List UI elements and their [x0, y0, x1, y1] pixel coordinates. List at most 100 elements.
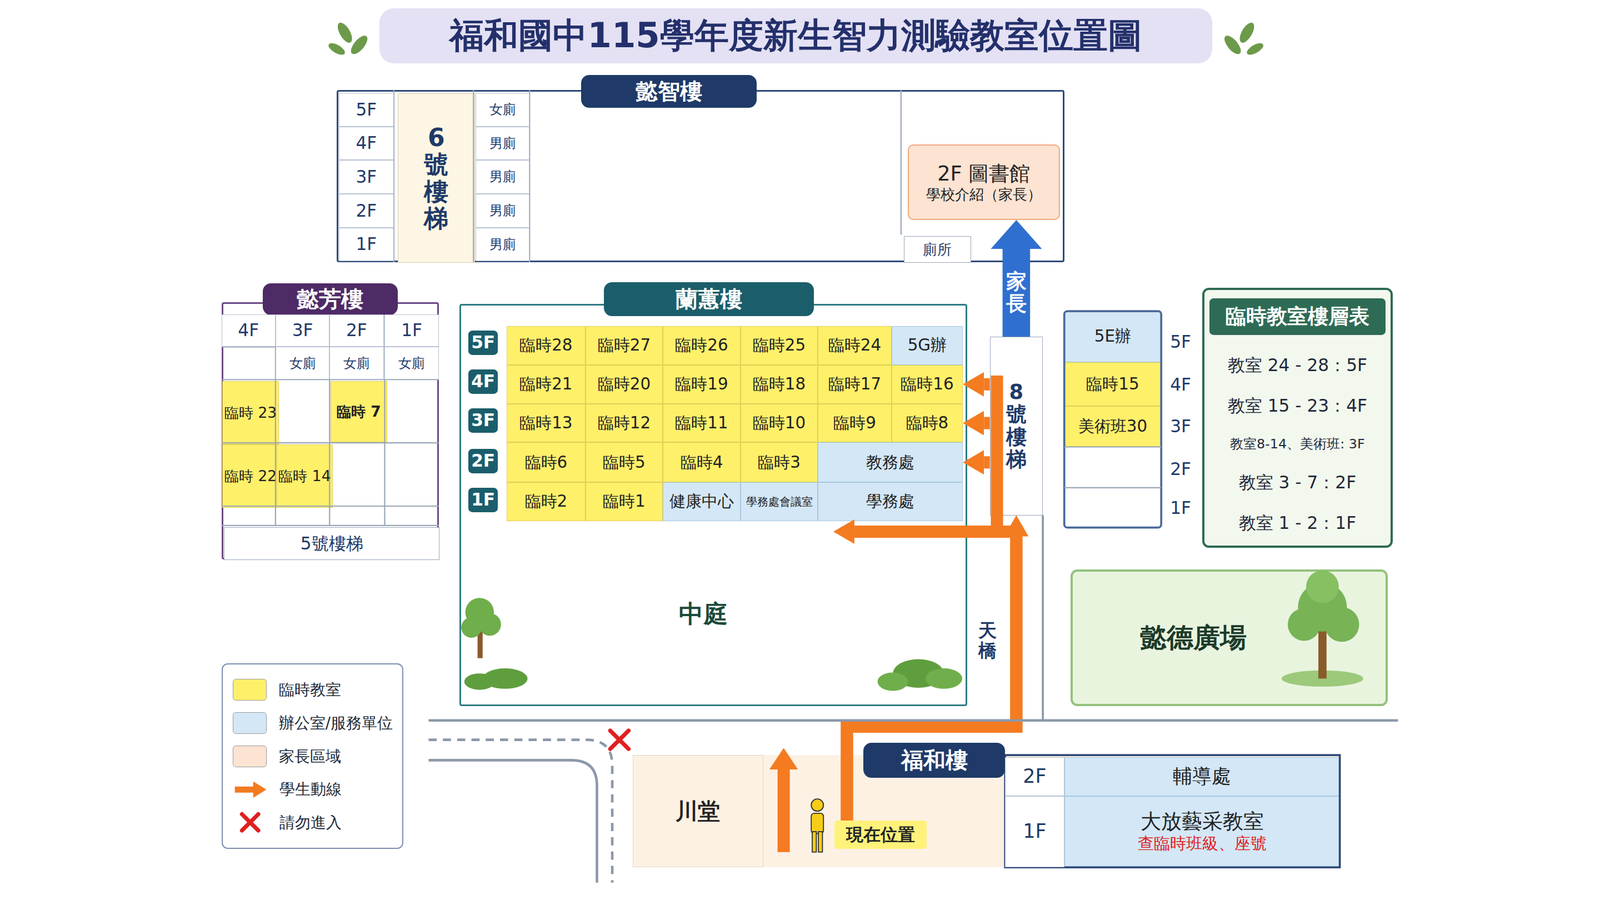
classroom-cell: 臨時17	[817, 365, 892, 404]
person-leg	[812, 831, 817, 853]
student-route-arrow	[983, 456, 990, 469]
label-cell: 男廁	[475, 126, 530, 161]
classroom-cell: 臨時19	[662, 365, 741, 404]
bush	[464, 673, 495, 690]
room-label: 臨時24	[828, 335, 882, 355]
room-label: 臨時2	[525, 491, 568, 512]
floor-label: 男廁	[489, 236, 517, 253]
room-note: 教室 1 - 2：1F	[1238, 512, 1357, 534]
label-cell: 女廁	[384, 346, 439, 380]
leaf	[1245, 41, 1265, 58]
room-box: 廁所	[903, 236, 972, 263]
label-cell: 2F	[1166, 457, 1195, 482]
no-entry-mark	[610, 730, 629, 749]
label-cell: 1F	[338, 227, 394, 262]
person-leg	[818, 831, 823, 853]
tree	[461, 597, 963, 691]
floor-label: 4F	[237, 320, 259, 341]
arrow-head	[253, 781, 267, 798]
room-label: 6號樓梯	[423, 124, 449, 233]
bush	[877, 672, 909, 691]
label-cell: 天橋	[975, 610, 1000, 672]
label-cell: 1F	[384, 314, 439, 348]
label-cell: 女廁	[329, 346, 384, 380]
label-cell: 男廁	[475, 160, 530, 194]
leaf-ornament	[326, 20, 1265, 58]
legend-box: 臨時教室辦公室/服務單位家長區域學生動線請勿進入	[221, 663, 404, 849]
foliage	[478, 613, 501, 636]
bridge-edge	[1041, 515, 1044, 721]
bush	[925, 668, 963, 689]
room-label: 川堂	[675, 797, 720, 825]
room-label: 臨時17	[828, 374, 882, 394]
road-centre	[428, 740, 613, 883]
building-block: 懿智樓6號樓梯2F 圖書館學校介紹（家長）廁所	[336, 90, 1065, 263]
floor-label: 3F	[1170, 416, 1192, 437]
classroom-cell: 臨時9	[817, 403, 892, 443]
label-cell: 4F	[468, 369, 498, 394]
label-cell: 5F	[338, 92, 394, 127]
person-icon	[811, 798, 824, 853]
floor-label: 2F	[1170, 458, 1192, 480]
room-label: 臨時8	[906, 413, 949, 433]
route-spine	[990, 375, 1003, 538]
room-label: 臨時6	[525, 452, 568, 473]
room-label: 臨時25	[752, 335, 806, 355]
cross	[610, 730, 629, 749]
room-label: 學務處會議室	[746, 495, 813, 509]
classroom-cell: 臨時2	[506, 482, 585, 522]
road-edge	[428, 760, 597, 883]
room-label: 臨時18	[752, 374, 806, 394]
floor-label: 男廁	[489, 202, 517, 219]
room-label: 臨時13	[519, 413, 573, 433]
room-label: 2F 圖書館	[937, 161, 1030, 187]
room-label: 臨時3	[757, 452, 801, 473]
building-name: 蘭蕙樓	[603, 282, 814, 317]
label-cell: 1F	[1005, 796, 1065, 868]
room-label: 健康中心	[669, 491, 734, 512]
room-label: 臨時 14	[277, 467, 333, 485]
floor-table: 臨時教室樓層表教室 24 - 28：5F教室 15 - 23：4F教室8-14、…	[1202, 287, 1393, 548]
classroom-cell: 臨時18	[740, 365, 819, 404]
room-note: 教室 3 - 7：2F	[1238, 472, 1357, 493]
student-route-arrow	[983, 378, 990, 391]
classroom-cell: 臨時8	[891, 403, 964, 443]
classroom-cell: 臨時4	[662, 442, 741, 483]
label-cell: 4F	[1166, 372, 1195, 397]
label-cell: 3F	[338, 160, 394, 194]
room-label: 中庭	[678, 599, 728, 629]
floor-label: 5F	[471, 332, 495, 353]
label-cell: 1F	[1166, 496, 1195, 521]
room-note: 教室 24 - 28：5F	[1227, 355, 1368, 376]
label-cell: 男廁	[475, 227, 530, 262]
classroom-cell: 臨時1	[585, 482, 664, 522]
route-arrowhead	[769, 747, 798, 770]
office-cell: 學務處	[817, 482, 963, 522]
classroom-cell: 臨時5	[585, 442, 664, 483]
room-label: 臨時4	[680, 452, 724, 473]
office-cell: 學務處會議室	[740, 482, 819, 522]
office-cell: 輔導處	[1064, 757, 1340, 797]
foliage	[1306, 570, 1339, 604]
room-label: 臨時1	[602, 491, 646, 512]
office-cell: 5E辦	[1064, 311, 1162, 363]
room-label: 5號樓梯	[300, 533, 364, 554]
floor-label: 男廁	[489, 135, 517, 152]
room-label: 臨時教室樓層表	[1209, 298, 1387, 335]
plaza-tree	[1281, 570, 1364, 687]
room-label: 臨時27	[597, 335, 651, 355]
office-cell: 教務處	[817, 442, 963, 483]
room-label: 輔導處	[1172, 765, 1232, 789]
classroom-cell: 臨時26	[662, 326, 741, 365]
label-cell: 3F	[1166, 414, 1195, 439]
classroom-cell: 臨時20	[585, 365, 664, 404]
parent-route-arrow	[1002, 248, 1031, 337]
room-label: 大放藝采教室	[1140, 809, 1264, 834]
floor-label: 1F	[1170, 497, 1192, 519]
student-route-arrow	[846, 531, 1017, 821]
floor-label: 3F	[471, 410, 495, 431]
label-cell: 男廁	[475, 193, 530, 228]
room-label: 臨時9	[833, 413, 877, 433]
legend-swatch	[232, 745, 267, 768]
